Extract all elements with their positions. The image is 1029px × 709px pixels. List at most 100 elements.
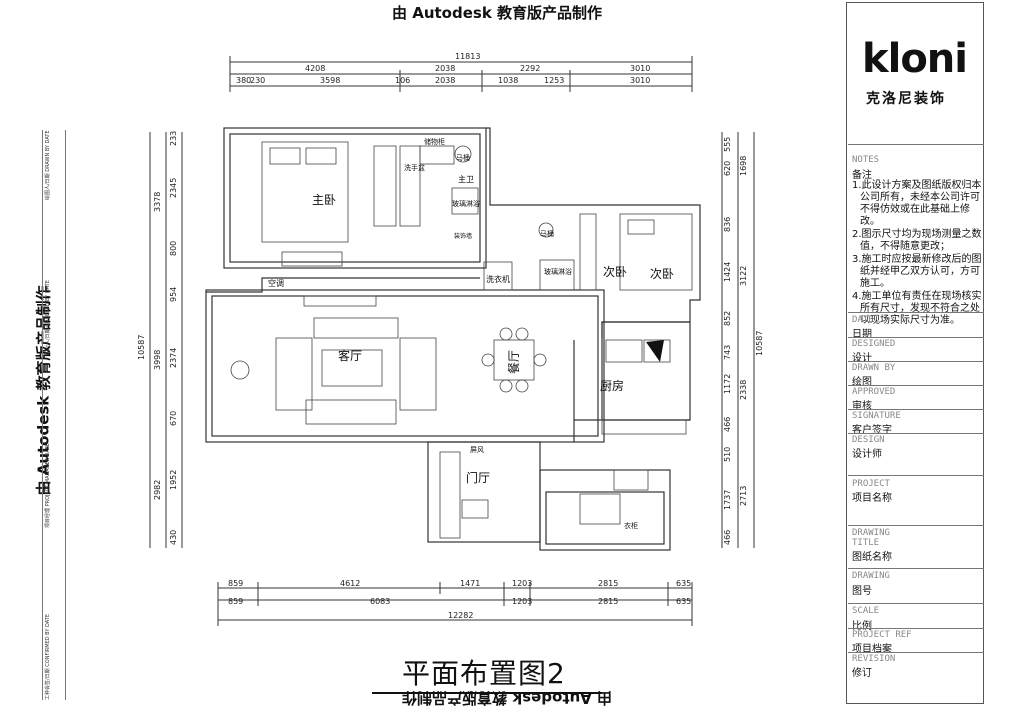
drawing-title: 平面布置图2 bbox=[402, 657, 566, 690]
tb-ref-en: PROJECT REF bbox=[852, 630, 912, 640]
title-block-divider bbox=[848, 433, 984, 434]
dim-top-r1-2: 2292 bbox=[520, 64, 540, 73]
dim-top-r2-3: 106 bbox=[395, 76, 410, 85]
kitchen-corner-mark bbox=[646, 340, 664, 362]
dim-top-r1-0: 4208 bbox=[305, 64, 325, 73]
dim-top-total: 11813 bbox=[455, 52, 480, 61]
dim-left-o4: 430 bbox=[169, 530, 178, 545]
dim-top-r2-5: 1038 bbox=[498, 76, 518, 85]
title-block-divider bbox=[848, 525, 984, 526]
company-logo: kloni bbox=[862, 36, 968, 82]
tb-design-en: DESIGN bbox=[852, 435, 885, 445]
label-wardrobe: 衣柜 bbox=[624, 521, 638, 530]
room-foyer: 门厅 bbox=[466, 470, 490, 485]
title-block-divider bbox=[848, 361, 984, 362]
dim-bot-r1-2: 1471 bbox=[460, 579, 480, 588]
tb-date-cn: 日期 bbox=[852, 329, 872, 340]
tb-revision-en: REVISION bbox=[852, 654, 896, 664]
room-second-bed-b: 次卧 bbox=[650, 267, 674, 281]
tb-drawing-title-en: DRAWING TITLE bbox=[852, 528, 890, 548]
label-storage: 储物柜 bbox=[424, 137, 445, 146]
dim-bot-r2-4: 635 bbox=[676, 597, 691, 606]
title-block bbox=[846, 2, 984, 704]
dim-top-r2-2: 3598 bbox=[320, 76, 340, 85]
notes-heading-en: NOTES bbox=[852, 155, 880, 165]
tb-drawing-en: DRAWING bbox=[852, 571, 890, 581]
room-second-bed-a: 次卧 bbox=[603, 265, 627, 279]
dim-top-r2-1: 230 bbox=[250, 76, 265, 85]
dim-left-o1: 10587 bbox=[137, 335, 146, 360]
tb-ref-cn: 项目档案 bbox=[852, 644, 892, 655]
label-shower2: 玻璃淋浴 bbox=[544, 267, 572, 276]
dim-left-i6: 1952 bbox=[169, 470, 178, 490]
title-block-divider bbox=[848, 603, 984, 604]
dim-left-i1: 2345 bbox=[169, 178, 178, 198]
label-shower1: 玻璃淋浴 bbox=[452, 199, 480, 208]
tb-project-en: PROJECT bbox=[852, 479, 890, 489]
dim-right-i4: 852 bbox=[723, 311, 732, 326]
dim-right-o2: 10587 bbox=[755, 331, 764, 356]
title-block-divider bbox=[848, 628, 984, 629]
dim-left-i4: 2374 bbox=[169, 348, 178, 368]
dim-right-i10: 466 bbox=[723, 530, 732, 545]
dim-top-r2-0: 380 bbox=[236, 76, 251, 85]
note-item: 3.施工时应按最新修改后的图纸并经甲乙双方认可，方可施工。 bbox=[852, 254, 982, 289]
dim-bot-r2-1: 6083 bbox=[370, 597, 390, 606]
label-sink: 洗手盆 bbox=[404, 163, 425, 172]
dim-bot-r1-5: 635 bbox=[676, 579, 691, 588]
tb-approved-cn: 审核 bbox=[852, 401, 872, 412]
dim-top-r2-7: 3010 bbox=[630, 76, 650, 85]
dim-right-o4: 2713 bbox=[739, 486, 748, 506]
label-toilet1: 马桶 bbox=[456, 153, 470, 162]
company-name: 克洛尼装饰 bbox=[866, 91, 946, 107]
note-item: 4.施工单位有责任在现场核实所有尺寸，发现不符合之处以现场实际尺寸为准。 bbox=[852, 291, 982, 326]
dim-right-i2: 836 bbox=[723, 217, 732, 232]
watermark-top: 由 Autodesk 教育版产品制作 bbox=[392, 4, 603, 22]
label-ac: 空调 bbox=[268, 278, 284, 288]
dim-right-i5: 743 bbox=[723, 345, 732, 360]
label-decor-wall: 装饰墙 bbox=[454, 232, 472, 240]
notes-heading-cn: 备注 bbox=[852, 170, 872, 181]
room-living: 客厅 bbox=[338, 348, 362, 363]
dim-left-o2: 3998 bbox=[153, 350, 162, 370]
dim-bot-r2-0: 859 bbox=[228, 597, 243, 606]
note-item: 2.图示尺寸均为现场测量之数值，不得随意更改； bbox=[852, 229, 982, 252]
dim-right-i3: 1424 bbox=[723, 262, 732, 282]
tb-signature-cn: 客户签字 bbox=[852, 425, 892, 436]
label-screen: 屏风 bbox=[470, 446, 484, 454]
label-toilet2: 马桶 bbox=[540, 229, 554, 238]
dim-left-i5: 670 bbox=[169, 411, 178, 426]
dim-top-r2-6: 1253 bbox=[544, 76, 564, 85]
notes-list: 1.此设计方案及图纸版权归本公司所有，未经本公司许可不得仿效或在此基础上修改。 … bbox=[852, 180, 982, 328]
tb-scale-cn: 比例 bbox=[852, 621, 872, 632]
dim-bot-r1-0: 859 bbox=[228, 579, 243, 588]
dim-top-r1-1: 2038 bbox=[435, 64, 455, 73]
left-sign-strip bbox=[42, 130, 66, 700]
dim-left-o3: 2982 bbox=[153, 480, 162, 500]
title-block-divider bbox=[848, 337, 984, 338]
tb-scale-en: SCALE bbox=[852, 606, 880, 616]
tb-project-cn: 项目名称 bbox=[852, 493, 892, 504]
dim-right-i0: 555 bbox=[723, 137, 732, 152]
dim-bot-total: 12282 bbox=[448, 611, 473, 620]
room-master-bath: 主卫 bbox=[458, 174, 474, 184]
room-kitchen: 厨房 bbox=[600, 378, 624, 393]
dim-right-o1: 3122 bbox=[739, 266, 748, 286]
tb-drawn-en: DRAWN BY bbox=[852, 363, 896, 373]
dim-left-i0: 233 bbox=[169, 131, 178, 146]
dim-left-o0: 3378 bbox=[153, 192, 162, 212]
label-washer: 洗衣机 bbox=[486, 274, 510, 284]
note-item: 1.此设计方案及图纸版权归本公司所有，未经本公司许可不得仿效或在此基础上修改。 bbox=[852, 180, 982, 227]
dim-right-i1: 620 bbox=[723, 161, 732, 176]
tb-design-cn: 设计师 bbox=[852, 449, 882, 460]
dim-right-i9: 1737 bbox=[723, 490, 732, 510]
dim-top-r2-4: 2038 bbox=[435, 76, 455, 85]
title-block-divider bbox=[848, 475, 984, 476]
tb-signature-en: SIGNATURE bbox=[852, 411, 901, 421]
title-block-divider bbox=[848, 568, 984, 569]
room-master-bed: 主卧 bbox=[312, 193, 336, 207]
tb-drawing-title-cn: 图纸名称 bbox=[852, 552, 892, 563]
dim-right-i8: 510 bbox=[723, 447, 732, 462]
dim-bot-r1-1: 4612 bbox=[340, 579, 360, 588]
title-block-divider bbox=[848, 144, 984, 145]
